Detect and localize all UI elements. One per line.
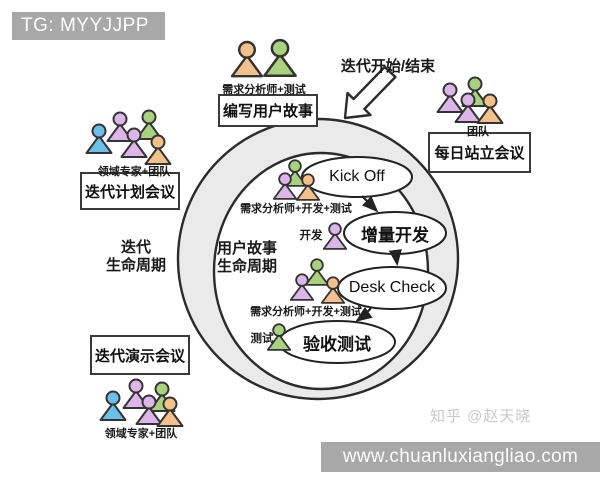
story-lifecycle-line2: 生命周期 [216,257,277,275]
iteration-lifecycle-line1: 迭代 [120,239,151,256]
desk-check-roles-label: 需求分析师+开发+测试 [250,306,362,318]
person-icon-purple [436,82,464,113]
incremental-dev-roles-label: 开发 [299,230,323,242]
start-end-arrow [343,65,397,120]
flow-arrow-2 [388,249,402,267]
team-group-label: 团队 [467,126,489,138]
write-user-story-box: 编写用户故事 [218,94,318,127]
step-ellipse-kickoff [301,156,413,198]
kickoff-roles-label: 需求分析师+开发+测试 [240,203,352,215]
iteration-planning-box: 迭代计划会议 [80,172,180,210]
iteration-start-end-label: 迭代开始/结束 [340,58,436,75]
daily-standup-box: 每日站立会议 [428,132,531,173]
site-url-bar: www.chuanluxiangliao.com [321,442,600,472]
step-label-kickoff: Kick Off [329,168,385,185]
step-ellipse-desk-check [337,266,447,310]
person-icon-green [263,38,297,77]
person-icon-blue [85,123,113,154]
domain-experts-team-left-label: 领域专家+团队 [97,166,171,178]
iteration-lifecycle-line2: 生命周期 [105,256,166,274]
step-label-desk-check: Desk Check [348,279,436,296]
person-icon-orange [230,40,264,78]
domain-experts-team-bottom-label: 领域专家+团队 [104,428,178,440]
analyst-test-group-label: 需求分析师+测试 [222,84,306,96]
step-label-incremental-dev: 增量开发 [361,225,429,245]
story-lifecycle-label: 用户故事 生命周期 [213,240,281,275]
flow-arrow-3 [355,306,373,322]
tg-badge: TG: MYYJJPP [12,12,165,40]
acceptance-test-roles-label: 测试 [250,333,274,345]
iteration-demo-box: 迭代演示会议 [90,335,190,375]
person-icon-blue [99,390,127,421]
flow-arrow-1 [361,195,379,213]
iteration-lifecycle-label: 迭代 生命周期 [100,239,172,274]
zhihu-watermark: 知乎 @赵天晓 [430,408,532,425]
story-lifecycle-line1: 用户故事 [216,240,277,257]
step-label-acceptance-test: 验收测试 [303,334,371,354]
